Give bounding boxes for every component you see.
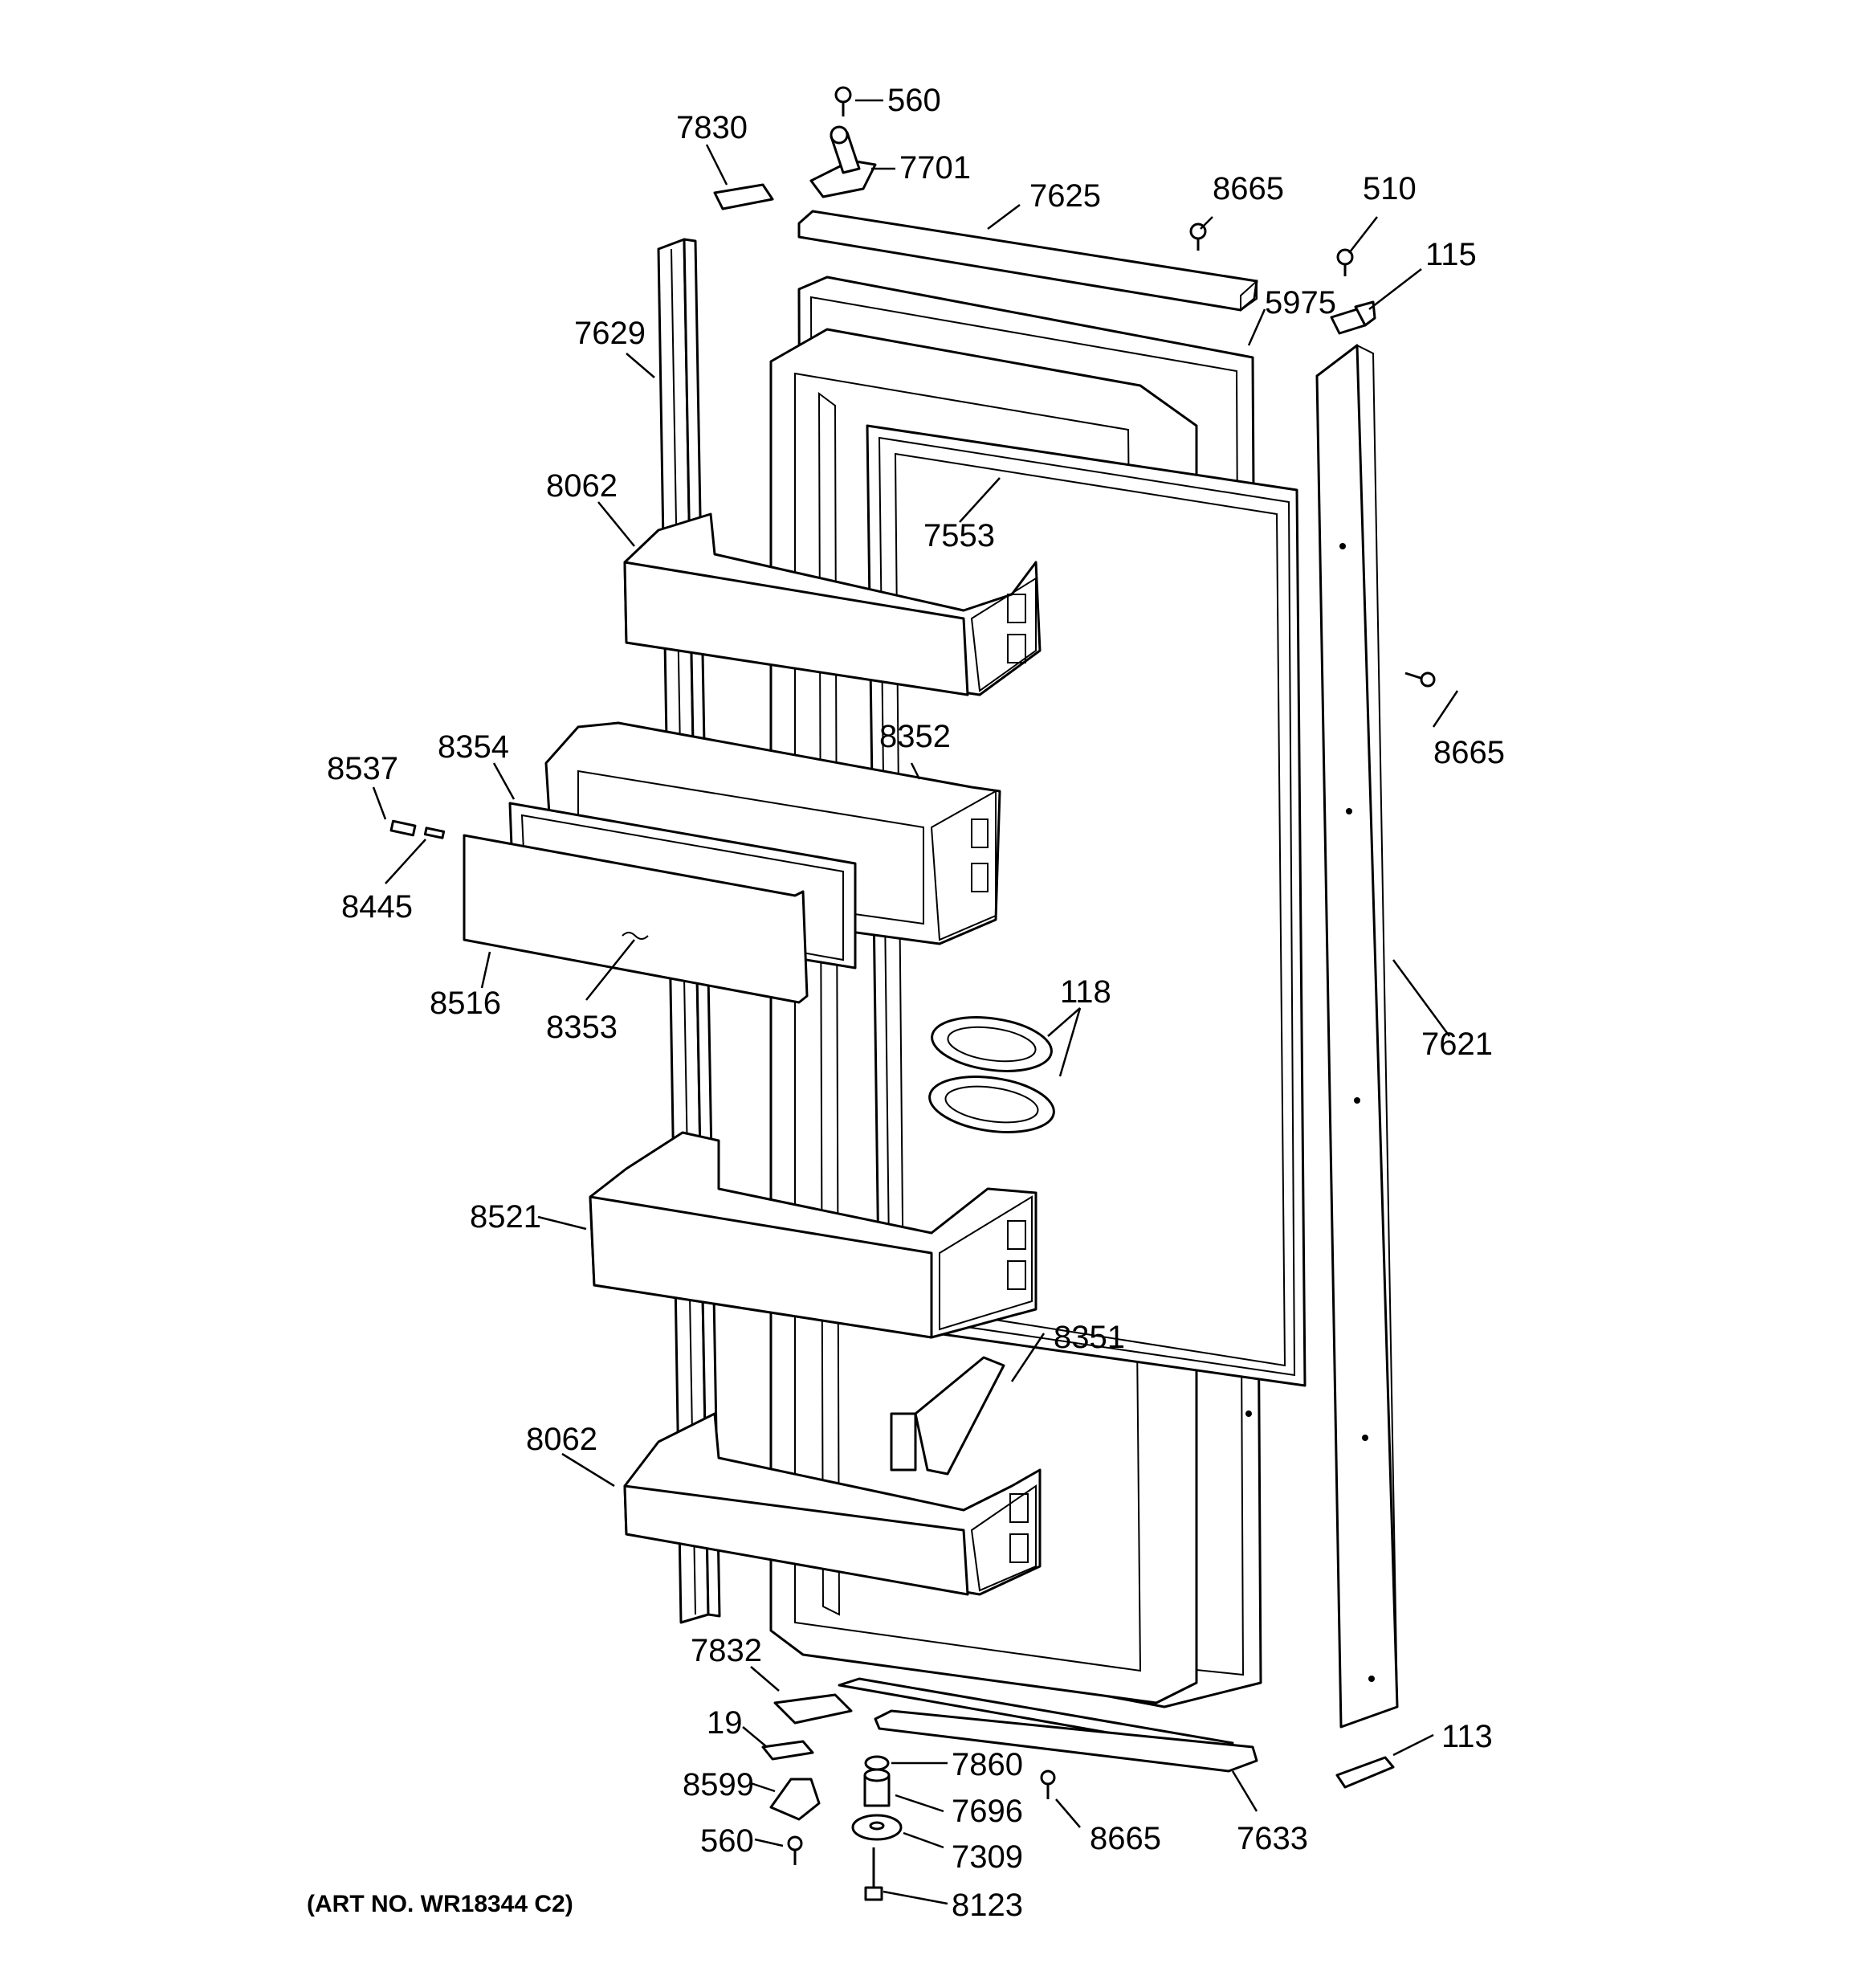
door-shelf-middle [589,1131,1037,1339]
screw-8665-top [1189,222,1207,251]
bolt-8123 [864,1847,883,1901]
label-8537: 8537 [327,751,398,786]
label-8665-right: 8665 [1433,735,1505,770]
label-7629: 7629 [574,316,646,351]
label-7860: 7860 [952,1747,1023,1782]
butter-covers [928,1016,1055,1133]
label-8665-top: 8665 [1213,171,1284,206]
label-8062-bottom: 8062 [526,1422,597,1457]
label-8445: 8445 [341,889,413,925]
label-115: 115 [1425,237,1477,272]
label-7830: 7830 [676,110,748,145]
cap-7830 [713,183,774,210]
label-19: 19 [707,1705,743,1741]
screw-8665-right [1404,672,1436,688]
screw-560-top [834,86,852,116]
label-510: 510 [1363,171,1417,206]
part-113 [1335,1756,1395,1789]
spacer-7696 [863,1768,891,1807]
label-8123: 8123 [952,1888,1023,1923]
label-5975: 5975 [1265,285,1336,320]
hinge-7701 [809,125,877,198]
bracket-115 [1330,300,1376,335]
label-8521: 8521 [470,1199,541,1235]
label-8353: 8353 [546,1010,618,1045]
door-shelf-bottom [623,1412,1042,1596]
label-8351: 8351 [1054,1320,1125,1355]
washer-7309 [851,1814,903,1841]
leader-lines [372,99,1459,1905]
label-7832: 7832 [691,1633,762,1668]
label-8516: 8516 [430,986,501,1021]
label-7309: 7309 [952,1839,1023,1875]
right-trim-strip [1315,344,1399,1729]
part-19 [761,1740,814,1761]
label-7696: 7696 [952,1794,1023,1829]
label-7553: 7553 [923,518,995,553]
label-7633: 7633 [1237,1821,1308,1856]
part-8599 [769,1778,821,1821]
part-8351 [890,1356,1005,1476]
label-560-top: 560 [887,83,941,118]
label-7625: 7625 [1029,178,1101,214]
label-118: 118 [1060,974,1111,1010]
screw-510 [1336,248,1354,276]
screw-8665-bottom [1040,1770,1056,1799]
top-cap [797,210,1258,312]
label-7621: 7621 [1421,1027,1493,1062]
door-shelf-top [623,512,1042,696]
label-8354: 8354 [438,729,509,765]
bottom-cap-7633 [838,1677,1258,1773]
label-8599: 8599 [683,1767,754,1802]
screw-560-bottom [787,1835,803,1865]
label-8352: 8352 [879,719,951,754]
label-8062-top: 8062 [546,468,618,504]
label-7701: 7701 [899,150,971,186]
washer-7860 [864,1755,890,1771]
label-560-bottom: 560 [700,1823,754,1859]
dairy-door [463,834,809,1004]
spring-and-pin [389,819,446,839]
art-number-caption: (ART NO. WR18344 C2) [307,1891,573,1917]
label-113: 113 [1441,1719,1493,1754]
part-7832 [773,1693,853,1725]
callout-labels: 560 7830 7701 7625 8665 510 115 5975 762… [327,83,1505,1923]
label-8665-bottom: 8665 [1090,1821,1161,1856]
